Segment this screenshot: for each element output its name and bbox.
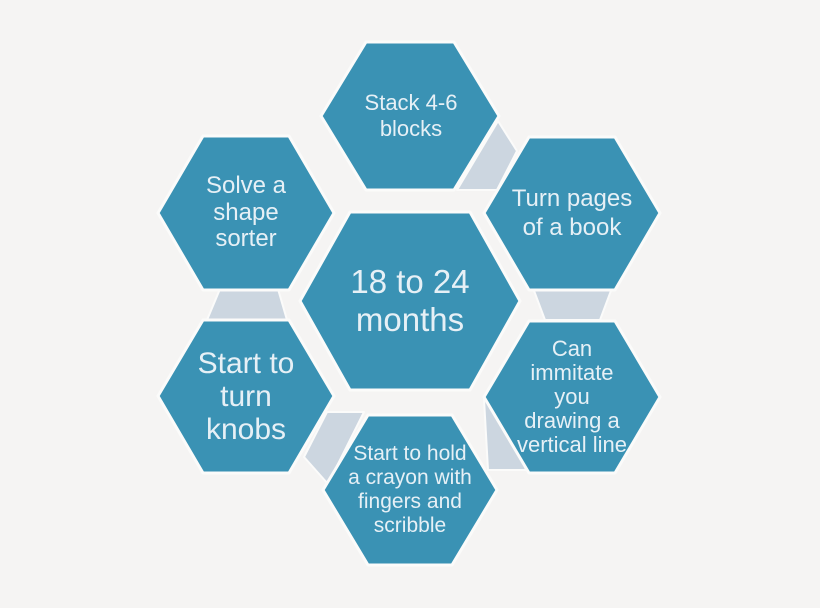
- hexagon-top-right: [482, 135, 662, 292]
- hexagon-top-left: [156, 134, 336, 292]
- connector-topleft-to-bottomleft: [206, 288, 288, 321]
- hexagon-bottom: [321, 413, 499, 567]
- hexagon-bottom-right: [482, 319, 662, 475]
- hexagon-top: [319, 40, 501, 192]
- hexagon-center: [298, 210, 522, 392]
- connector-topright-to-bottomright: [532, 287, 613, 321]
- hexagon-bottom-left: [156, 318, 336, 475]
